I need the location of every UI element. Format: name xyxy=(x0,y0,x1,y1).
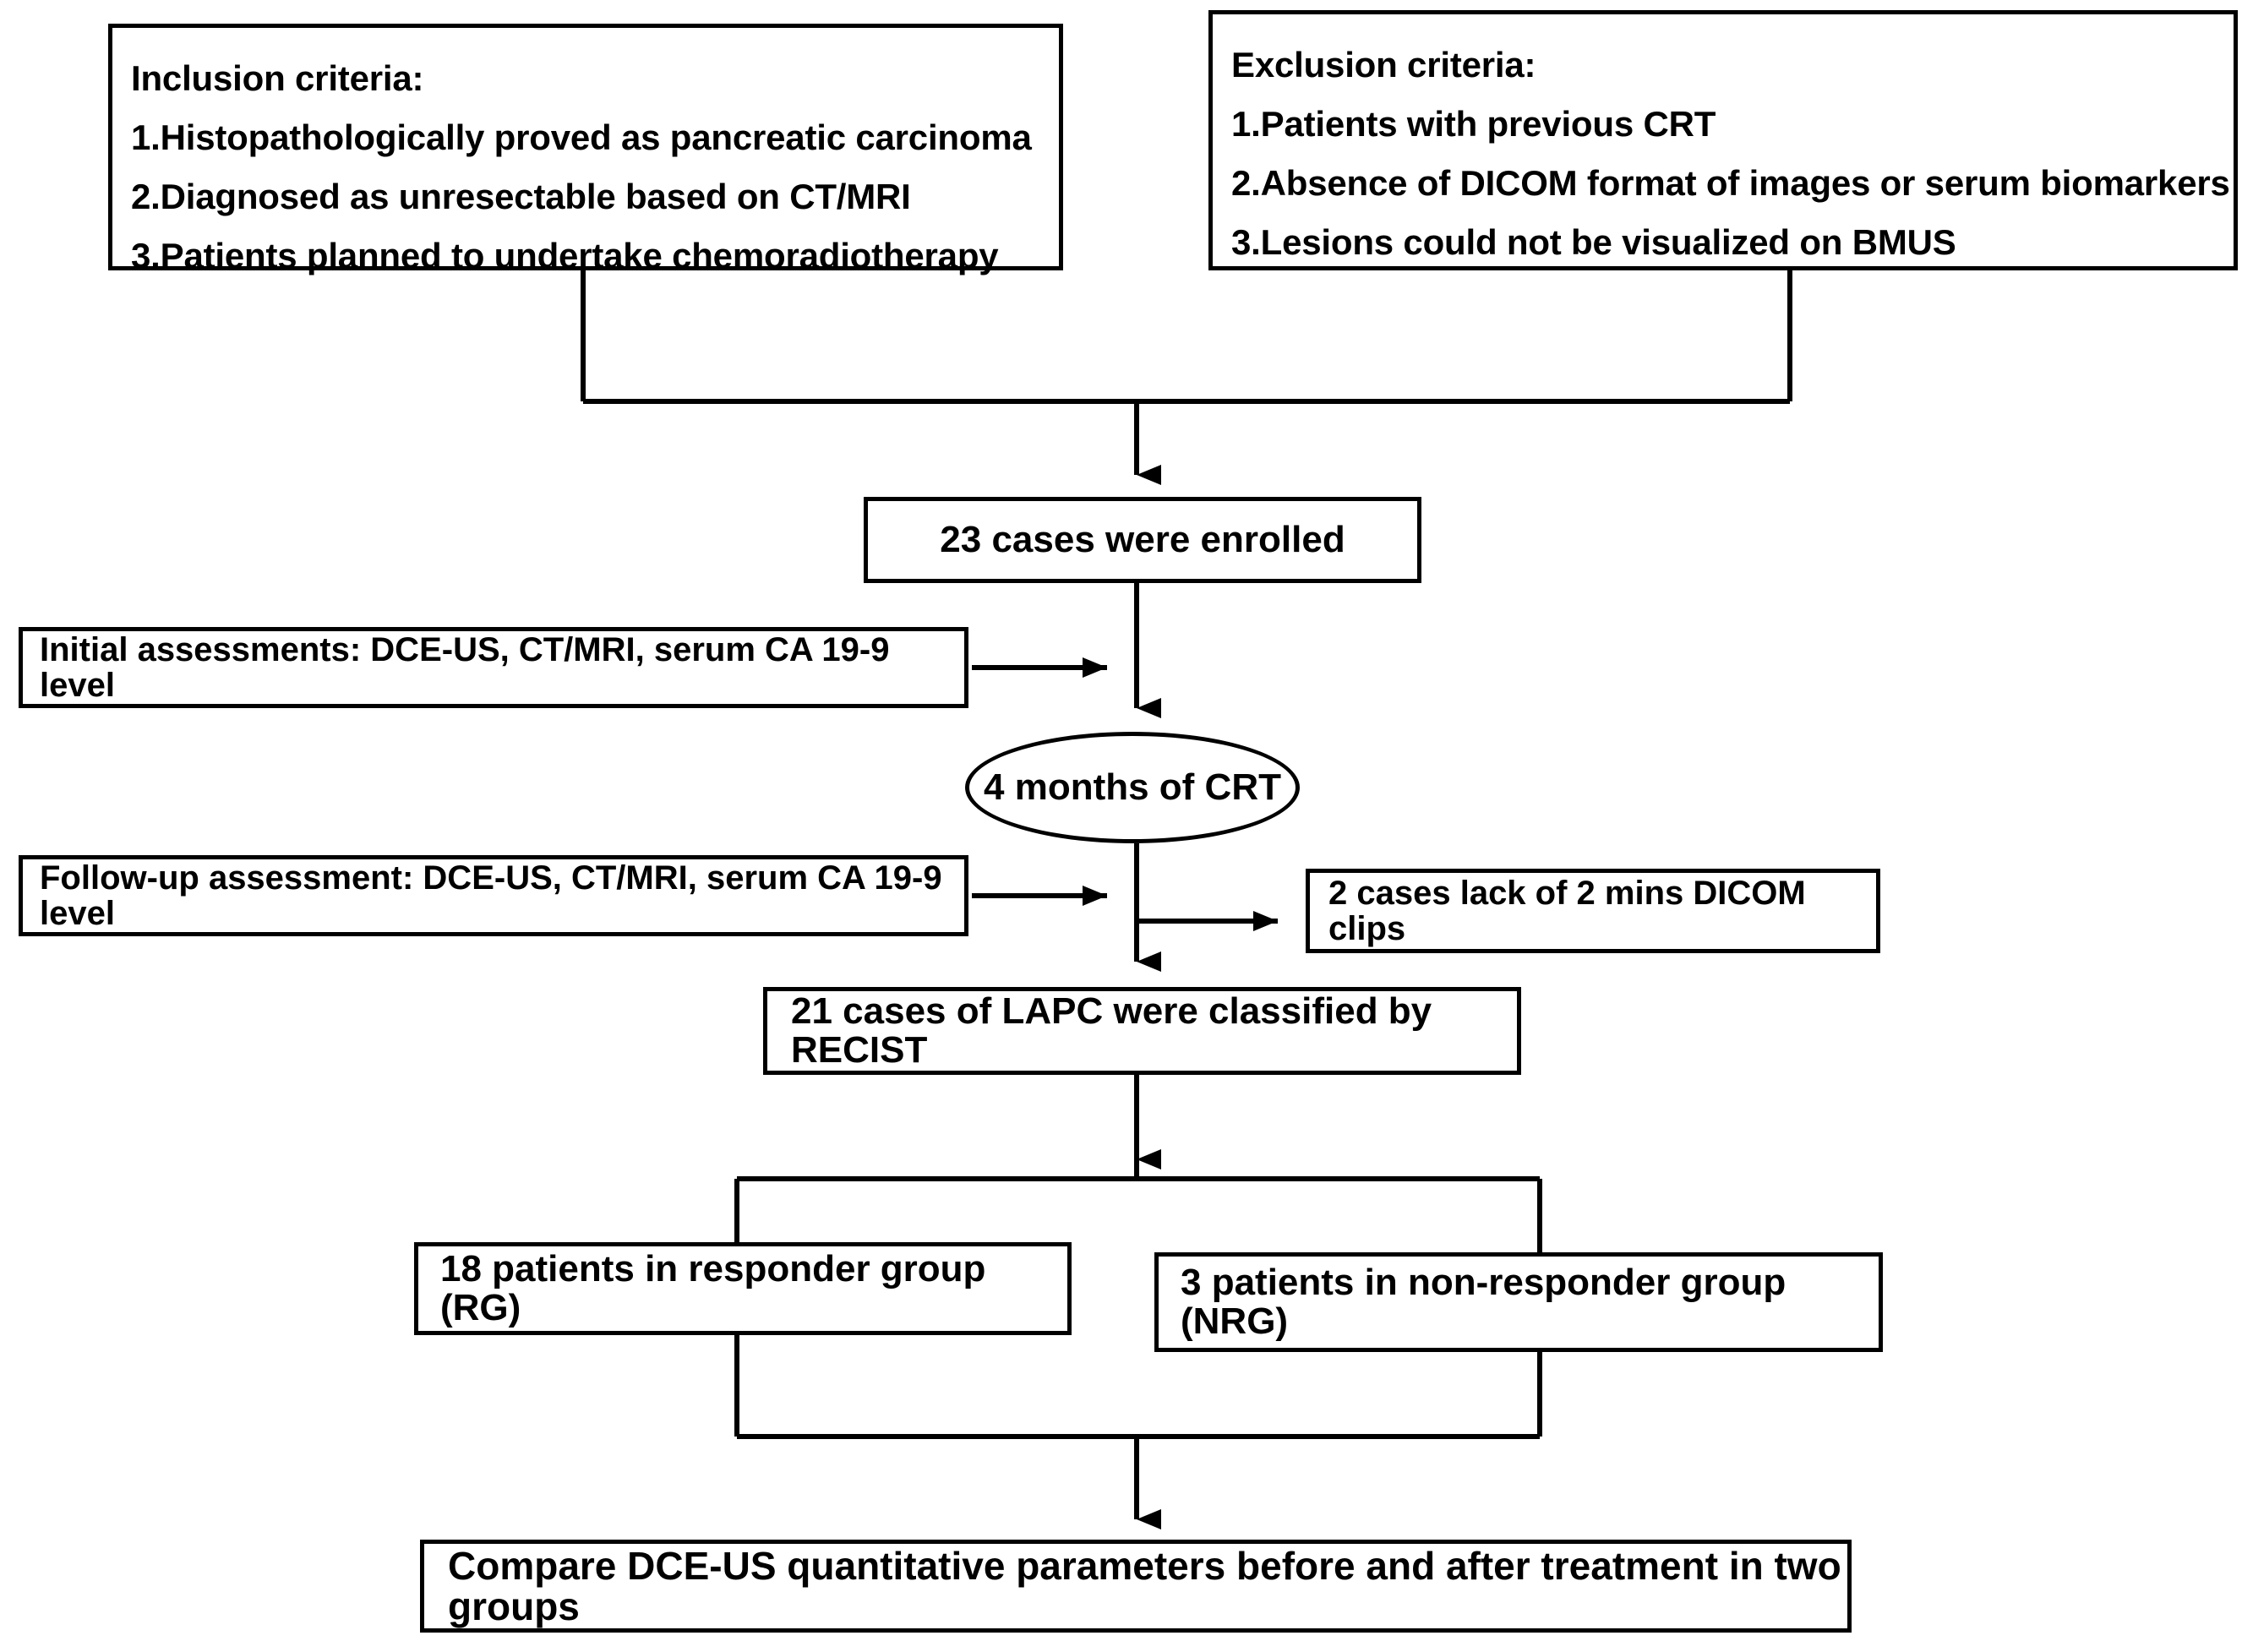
comparison-label: Compare DCE-US quantitative parameters b… xyxy=(448,1543,1841,1628)
responder-group-label: 18 patients in responder group (RG) xyxy=(440,1247,986,1328)
excluded-dicom-clips-box: 2 cases lack of 2 mins DICOM clips xyxy=(1306,869,1880,953)
exclusion-heading: Exclusion criteria: xyxy=(1231,45,1536,85)
inclusion-item-2: 2.Diagnosed as unresectable based on CT/… xyxy=(131,177,911,217)
recist-classification-box: 21 cases of LAPC were classified by RECI… xyxy=(763,987,1521,1075)
recist-classification-label: 21 cases of LAPC were classified by RECI… xyxy=(791,990,1432,1071)
nonresponder-group-label: 3 patients in non-responder group (NRG) xyxy=(1181,1261,1787,1342)
inclusion-heading: Inclusion criteria: xyxy=(131,58,424,98)
excluded-dicom-clips-label: 2 cases lack of 2 mins DICOM clips xyxy=(1328,875,1806,947)
inclusion-item-3: 3.Patients planned to undertake chemorad… xyxy=(131,236,999,276)
exclusion-item-1: 1.Patients with previous CRT xyxy=(1231,104,1716,144)
exclusion-item-2: 2.Absence of DICOM format of images or s… xyxy=(1231,163,2230,204)
responder-group-box: 18 patients in responder group (RG) xyxy=(414,1242,1072,1335)
enrolled-cases-box: 23 cases were enrolled xyxy=(864,497,1421,583)
followup-assessment-box: Follow-up assessment: DCE-US, CT/MRI, se… xyxy=(19,855,968,936)
exclusion-item-3: 3.Lesions could not be visualized on BMU… xyxy=(1231,222,1956,263)
enrolled-cases-label: 23 cases were enrolled xyxy=(940,518,1345,560)
followup-assessment-label: Follow-up assessment: DCE-US, CT/MRI, se… xyxy=(40,859,942,932)
initial-assessment-box: Initial assessments: DCE-US, CT/MRI, ser… xyxy=(19,627,968,708)
exclusion-criteria-box: Exclusion criteria: 1.Patients with prev… xyxy=(1208,10,2238,270)
nonresponder-group-box: 3 patients in non-responder group (NRG) xyxy=(1154,1252,1883,1352)
inclusion-criteria-box: Inclusion criteria: 1.Histopathologicall… xyxy=(108,24,1063,275)
inclusion-item-1: 1.Histopathologically proved as pancreat… xyxy=(131,117,1032,158)
initial-assessment-label: Initial assessments: DCE-US, CT/MRI, ser… xyxy=(40,631,890,704)
crt-duration-ellipse: 4 months of CRT xyxy=(965,732,1300,843)
comparison-box: Compare DCE-US quantitative parameters b… xyxy=(420,1540,1852,1633)
crt-duration-label: 4 months of CRT xyxy=(984,766,1281,808)
